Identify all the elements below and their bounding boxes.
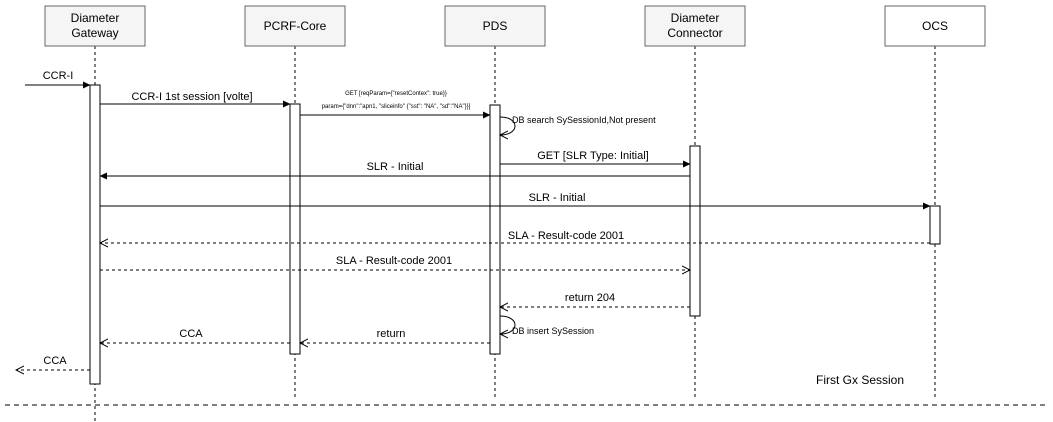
message-sla-from-ocs: SLA - Result-code 2001: [100, 230, 930, 243]
participant-diameter-gateway: Diameter Gateway: [44, 5, 146, 47]
message-label: CCR-I: [43, 70, 74, 82]
message-label: CCA: [179, 328, 203, 340]
participant-label-line1: Diameter: [71, 11, 120, 25]
message-return-204: return 204: [500, 292, 690, 307]
self-loop-arrow: [500, 116, 516, 135]
message-label: return: [377, 328, 406, 340]
message-return: return: [300, 328, 490, 343]
participant-label: OCS: [922, 19, 948, 33]
self-message-db-insert: DB insert SySession: [500, 315, 594, 336]
note-first-gx-session: First Gx Session: [816, 373, 904, 387]
activation-pcrf-core: [289, 103, 301, 355]
participant-box: [244, 5, 346, 47]
message-label: return 204: [565, 292, 615, 304]
message-label: DB search SySessionId,Not present: [512, 115, 656, 125]
activation-diameter-gateway: [89, 84, 101, 385]
participant-label: PCRF-Core: [264, 19, 327, 33]
participant-label: PDS: [483, 19, 508, 33]
message-ccr-i-session: CCR-I 1st session [volte]: [100, 91, 291, 108]
activation-diameter-connector: [689, 145, 701, 317]
message-cca-out: CCA: [16, 355, 90, 370]
participant-label-line2: Gateway: [71, 26, 118, 40]
message-label-line2: param={"dnn":"apn1, "sliceinfo" {"sst": …: [322, 104, 471, 110]
message-label: CCR-I 1st session [volte]: [131, 91, 252, 103]
message-label: CCA: [43, 355, 67, 367]
message-ccr-i-in: CCR-I: [25, 70, 91, 89]
participant-label-line1: Diameter: [671, 11, 720, 25]
self-message-db-search: DB search SySessionId,Not present: [500, 115, 656, 135]
message-get-reqparam: GET [reqParam={"resetContex": true}} par…: [300, 91, 491, 119]
participant-pcrf-core: PCRF-Core: [244, 5, 346, 47]
participant-pds: PDS: [444, 5, 546, 47]
message-label: SLA - Result-code 2001: [508, 230, 624, 242]
message-label: SLR - Initial: [529, 192, 586, 204]
message-slr-initial-to-ocs: SLR - Initial: [100, 192, 931, 210]
activation-ocs: [929, 205, 941, 245]
message-cca-to-gateway: CCA: [100, 328, 290, 343]
activation-pds: [489, 104, 501, 355]
participant-diameter-connector: Diameter Connector: [644, 5, 746, 47]
message-label: DB insert SySession: [512, 326, 594, 336]
participant-label-line2: Connector: [667, 26, 722, 40]
message-label: SLA - Result-code 2001: [336, 255, 452, 267]
self-loop-arrow: [500, 315, 516, 334]
message-sla-to-connector: SLA - Result-code 2001: [100, 255, 690, 270]
message-get-slr: GET [SLR Type: Initial]: [500, 150, 691, 168]
participant-ocs: OCS: [884, 5, 986, 47]
participant-box: [644, 5, 746, 47]
message-label: GET [SLR Type: Initial]: [537, 150, 648, 162]
participant-box: [884, 5, 986, 47]
message-slr-initial-to-gateway: SLR - Initial: [99, 161, 690, 180]
message-label-line1: GET [reqParam={"resetContex": true}}: [345, 91, 447, 97]
participant-box: [44, 5, 146, 47]
message-label: SLR - Initial: [367, 161, 424, 173]
participant-box: [444, 5, 546, 47]
